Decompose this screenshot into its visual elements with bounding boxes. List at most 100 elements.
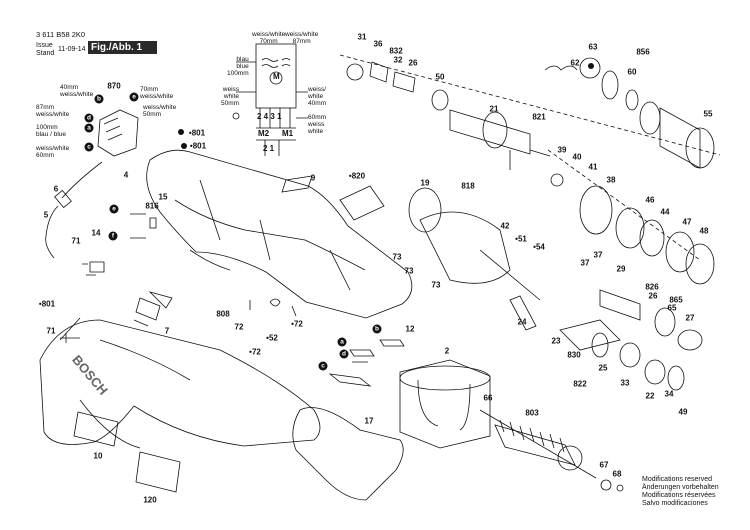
part-label: 29 <box>616 264 626 274</box>
part-label: 24 <box>517 317 527 327</box>
housing-side <box>39 319 321 447</box>
part-label: 26 <box>648 291 658 301</box>
part-label: 33 <box>620 378 630 388</box>
part-label: 14 <box>91 228 101 238</box>
part-label: 68 <box>612 469 622 479</box>
spring-62 <box>544 65 578 71</box>
housing-half <box>146 149 413 319</box>
label-10 <box>73 411 119 447</box>
wire-badge: e <box>109 204 119 214</box>
part-label: 39 <box>557 145 567 155</box>
part-label: 71 <box>71 236 81 246</box>
wire-badge: b <box>94 94 104 104</box>
wire-label-60: weiss/white 60mm <box>36 145 70 159</box>
part-label: 821 <box>532 112 546 122</box>
schem-motor: M <box>273 72 280 81</box>
part-label: 25 <box>598 363 608 373</box>
part-label: •801 <box>189 141 207 151</box>
part-label: 42 <box>500 221 510 231</box>
part-label: 4 <box>123 170 129 180</box>
wire-badge: a <box>337 337 347 347</box>
part-label: 73 <box>404 266 414 276</box>
part-label: 816 <box>145 201 159 211</box>
part-label: 72 <box>234 322 244 332</box>
part-label: 832 <box>389 46 403 56</box>
part-label: 41 <box>588 162 598 172</box>
part-label: 17 <box>364 416 374 426</box>
wire-badge: c <box>84 142 94 152</box>
wire-badge: e <box>129 92 139 102</box>
part-label: 65 <box>667 303 677 313</box>
wire-badge: b <box>372 324 382 334</box>
wire-label-40: 40mm weiss/white <box>60 84 94 98</box>
part-label: 66 <box>483 393 493 403</box>
tool-holder-21 <box>449 109 531 155</box>
part-label: 71 <box>46 326 56 336</box>
part-label: 31 <box>357 32 367 42</box>
label-120 <box>135 451 181 493</box>
wire-label-100: 100mm blau / blue <box>36 124 66 138</box>
figure-label: Fig./Abb. 1 <box>88 41 157 54</box>
part-label: 37 <box>593 250 603 260</box>
part-label: 49 <box>678 407 688 417</box>
part-label: 21 <box>489 104 499 114</box>
part-label: •72 <box>249 347 261 357</box>
part-label: 5 <box>43 210 49 220</box>
wire-badge: c <box>318 361 328 371</box>
part-label: 7 <box>164 326 170 336</box>
wire-badge: a <box>84 123 94 133</box>
part-label: •72 <box>291 319 303 329</box>
stator <box>399 359 491 449</box>
part-label: 870 <box>107 81 121 91</box>
part-label: 67 <box>599 460 609 470</box>
part-label: 63 <box>588 42 598 52</box>
wire-badge: d <box>84 113 94 123</box>
part-label: •820 <box>348 171 366 181</box>
wire-label-50: weiss/white 50mm <box>143 104 177 118</box>
cord <box>45 161 103 259</box>
schem-frame <box>255 43 297 109</box>
part-label: 73 <box>392 252 402 262</box>
part-label: 826 <box>645 282 659 292</box>
part-label: 22 <box>645 391 655 401</box>
part-label: •54 <box>533 242 545 252</box>
wire-badge: f <box>108 231 118 241</box>
switch-body <box>97 109 139 157</box>
part-label: 62 <box>570 58 580 68</box>
part-label: •801 <box>38 299 56 309</box>
part-label: 73 <box>431 280 441 290</box>
part-label: 37 <box>580 258 590 268</box>
part-label: 38 <box>606 175 616 185</box>
wire-label-70: 70mm weiss/white <box>140 86 174 100</box>
ring-31 <box>346 63 364 81</box>
wire-badge: d <box>339 349 349 359</box>
part-label: 803 <box>525 408 539 418</box>
gear-housing-818 <box>419 211 511 284</box>
schem-m2: M2 <box>258 129 270 138</box>
part-label: 6 <box>53 184 59 194</box>
part-label: 60 <box>627 67 637 77</box>
part-label: •51 <box>515 234 527 244</box>
schem-left-white: weiss white 50mm <box>221 86 240 107</box>
schem-bottom-terms: 2 1 <box>263 144 275 153</box>
part-label: 822 <box>573 379 587 389</box>
part-label: 47 <box>682 217 692 227</box>
part-23 <box>559 319 621 351</box>
schem-top-left: weiss/white 70mm <box>252 31 286 45</box>
part-label: 44 <box>660 207 670 217</box>
part-label: 23 <box>551 336 561 346</box>
part-label: 9 <box>310 173 316 183</box>
part-label: 32 <box>393 55 403 65</box>
stand-label: Stand <box>36 50 55 57</box>
schem-motor-symbol <box>269 71 283 85</box>
part-number: 3 611 B58 2K0 <box>36 30 86 39</box>
schem-m1: M1 <box>282 129 294 138</box>
schem-right-white: weiss/ white 40mm <box>308 86 327 107</box>
part-label: •52 <box>266 333 278 343</box>
schem-top-right: weiss/white 87mm <box>285 31 319 45</box>
part-label: 34 <box>664 389 674 399</box>
part-label: 15 <box>158 192 168 202</box>
schem-terminals: 2 4 3 1 <box>257 112 282 121</box>
part-label: 808 <box>216 309 230 319</box>
part-label: •801 <box>188 128 206 138</box>
